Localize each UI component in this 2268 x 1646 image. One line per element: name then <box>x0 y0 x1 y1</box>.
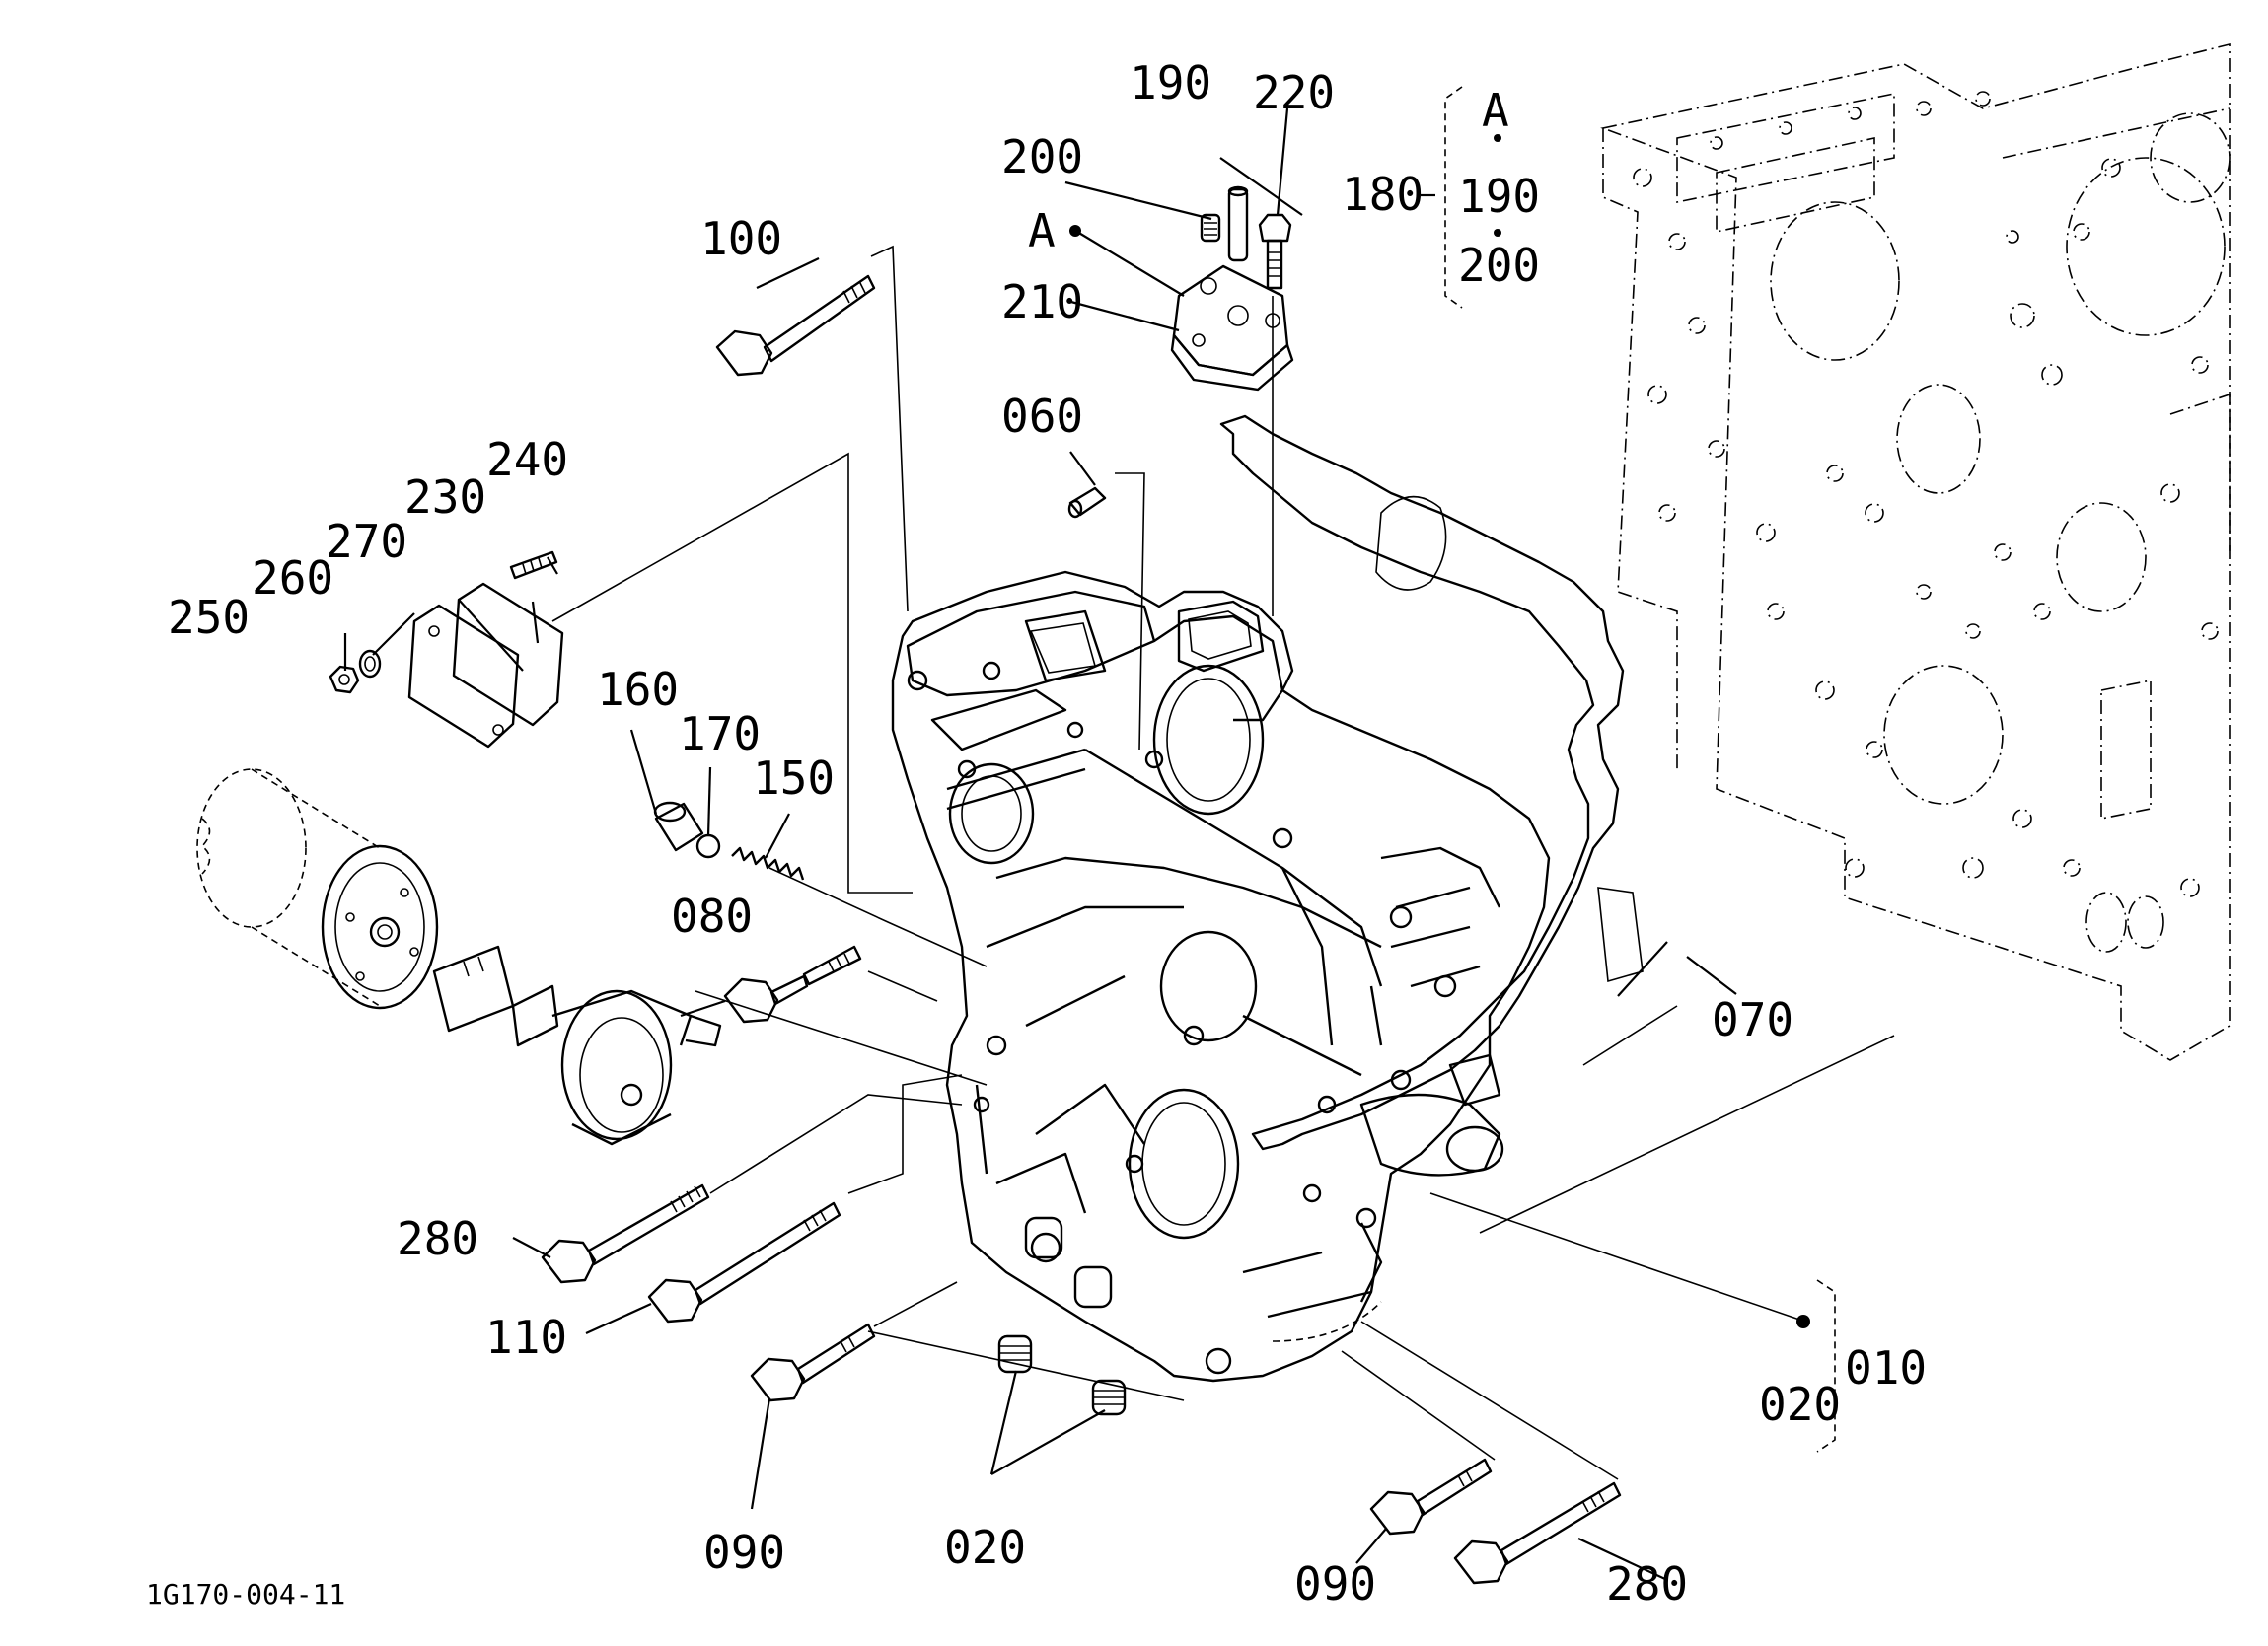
label-020: 020 <box>944 1521 1026 1574</box>
label-150: 150 <box>753 751 835 805</box>
label-070: 070 <box>1712 993 1793 1046</box>
part-260-washer <box>358 649 382 679</box>
part-230-gasket <box>452 582 564 727</box>
group-010-bracket <box>1816 1279 1836 1453</box>
part-150-spring <box>731 846 805 881</box>
drawing-code: 1G170-004-11 <box>146 1578 345 1610</box>
part-280-bolt-left <box>541 1183 710 1284</box>
label-270: 270 <box>326 515 407 568</box>
label-group-a: A <box>1482 84 1509 137</box>
part-240-stud <box>509 550 558 580</box>
label-group-200: 200 <box>1458 239 1540 292</box>
ref-020-dot <box>1796 1315 1810 1328</box>
part-090-bolt-left <box>750 1323 876 1402</box>
part-220-bolt <box>1258 213 1292 290</box>
engine-block-bolt-holes <box>1633 91 2219 897</box>
label-a-marker: A <box>1028 204 1056 257</box>
label-060: 060 <box>1001 390 1083 443</box>
label-170: 170 <box>679 707 761 760</box>
label-250: 250 <box>168 591 250 644</box>
label-090-left: 090 <box>703 1526 785 1579</box>
label-160: 160 <box>597 663 679 716</box>
gasket-070-slot <box>1597 887 1644 983</box>
part-160-sleeve <box>653 801 704 852</box>
part-270-cover <box>407 604 520 749</box>
part-110-bolt <box>647 1201 841 1324</box>
label-210: 210 <box>1001 275 1083 328</box>
gear-case-bolt-bosses <box>907 661 1457 1375</box>
group-180-bracket <box>1444 86 1463 309</box>
part-090-bolt-right <box>1369 1458 1493 1536</box>
label-280-left: 280 <box>397 1212 478 1265</box>
part-020-plugs <box>997 1216 1127 1416</box>
part-170-ball <box>695 833 721 859</box>
part-labels: 190 220 200 A 210 180 A 190 200 100 060 … <box>146 56 1927 1610</box>
part-060-dowel-pin <box>1067 486 1107 519</box>
engine-block <box>1600 42 2231 1061</box>
part-080-bolt <box>723 945 862 1024</box>
label-100: 100 <box>700 212 782 265</box>
gear-case-010 <box>891 570 1551 1383</box>
oil-filter <box>196 768 439 1010</box>
part-250-nut <box>329 665 360 694</box>
part-210-bracket <box>1170 264 1294 392</box>
marker-a-dot <box>1069 225 1081 237</box>
label-200: 200 <box>1001 130 1083 183</box>
label-180: 180 <box>1342 168 1424 221</box>
group-a-bullet <box>1494 134 1501 142</box>
assembly-lines <box>551 245 1895 1480</box>
gasket-070-port <box>1375 495 1447 591</box>
part-280-bolt-right <box>1453 1481 1622 1585</box>
label-110: 110 <box>485 1311 567 1364</box>
label-280-right: 280 <box>1606 1557 1688 1610</box>
label-260: 260 <box>252 551 333 605</box>
part-100-bolt <box>715 274 876 377</box>
leader-lines <box>343 107 1737 1581</box>
label-group-190: 190 <box>1458 170 1540 223</box>
gasket-070 <box>1219 414 1625 1151</box>
label-230: 230 <box>404 470 486 524</box>
part-200-plug <box>1200 213 1221 243</box>
label-220: 220 <box>1253 66 1335 119</box>
oil-filter-adapter <box>432 945 722 1146</box>
group-190-bullet <box>1494 229 1501 237</box>
label-080: 080 <box>671 890 753 943</box>
part-190-pin <box>1227 185 1249 262</box>
label-190: 190 <box>1130 56 1211 109</box>
label-090-right: 090 <box>1294 1557 1376 1610</box>
label-240: 240 <box>486 433 568 486</box>
label-020-ref: 020 <box>1759 1378 1841 1431</box>
label-010: 010 <box>1845 1341 1927 1395</box>
